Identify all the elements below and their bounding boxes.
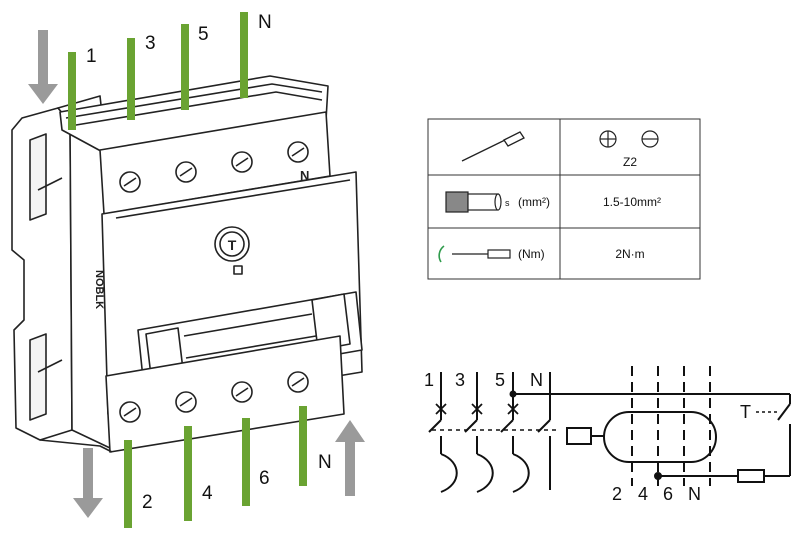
schematic-label-6: 6 — [663, 484, 673, 504]
device-top-n-marking: N — [300, 168, 309, 183]
schematic-label-n-bottom: N — [688, 484, 701, 504]
phillips-head-icon — [599, 130, 617, 148]
arrow-up-neutral-icon — [335, 420, 365, 496]
top-wire-3 — [127, 38, 135, 120]
bottom-label-2: 2 — [142, 492, 153, 513]
arrow-down-in-icon — [28, 30, 58, 104]
status-indicator-window — [233, 265, 243, 275]
bottom-wire-6 — [242, 418, 250, 506]
bottom-screw-row — [119, 371, 309, 423]
schematic-label-2: 2 — [612, 484, 622, 504]
schematic-bottom-labels: 2 4 6 N — [612, 484, 701, 504]
top-screw-row — [119, 141, 309, 193]
schematic-label-4: 4 — [638, 484, 648, 504]
schematic-label-1: 1 — [424, 370, 434, 390]
bottom-wires — [124, 406, 307, 528]
schematic-test-label: T — [740, 402, 751, 422]
bottom-wire-4 — [184, 426, 192, 521]
schematic-label-n: N — [530, 370, 543, 390]
screwdriver-size-value: Z2 — [623, 155, 637, 169]
wire-size-value: 1.5-10mm² — [603, 195, 661, 209]
top-wire-labels: 1 3 5 N — [86, 12, 272, 67]
torque-unit-label: (Nm) — [518, 247, 545, 261]
top-label-n: N — [258, 12, 272, 33]
torque-screwdriver-icon — [438, 245, 511, 263]
bottom-label-n: N — [318, 452, 332, 473]
top-label-3: 3 — [145, 33, 156, 54]
arrow-down-out-icon — [73, 448, 103, 518]
top-wires — [68, 12, 248, 130]
flow-arrows — [28, 30, 365, 518]
bottom-wire-n — [299, 406, 307, 486]
screwdriver-icon — [461, 131, 525, 162]
rcd-device-illustration: T NOBLK N — [11, 75, 363, 453]
top-wire-1 — [68, 52, 76, 130]
torque-value: 2N·m — [615, 247, 644, 261]
bottom-wire-2 — [124, 440, 132, 528]
wire-icon — [445, 191, 502, 213]
circuit-schematic: 1 3 5 N 2 4 6 N T — [424, 366, 791, 504]
top-wire-5 — [181, 24, 189, 110]
top-label-1: 1 — [86, 46, 97, 67]
test-button-label: T — [228, 237, 237, 253]
top-label-5: 5 — [198, 24, 209, 45]
bottom-wire-labels: 2 4 6 N — [142, 452, 332, 513]
bottom-label-4: 4 — [202, 483, 213, 504]
spec-table: Z2 s (mm²) 1.5-10mm² (Nm) 2N·m — [427, 118, 701, 280]
side-brand-label: NOBLK — [93, 270, 105, 309]
schematic-top-labels: 1 3 5 N — [424, 370, 543, 390]
bottom-label-6: 6 — [259, 468, 270, 489]
top-wire-n — [240, 12, 248, 98]
test-button: T — [214, 226, 250, 262]
wire-cross-section-symbol: s — [505, 198, 510, 208]
flat-head-icon — [641, 130, 659, 148]
schematic-label-3: 3 — [455, 370, 465, 390]
schematic-label-5: 5 — [495, 370, 505, 390]
wire-unit-label: (mm²) — [518, 195, 550, 209]
